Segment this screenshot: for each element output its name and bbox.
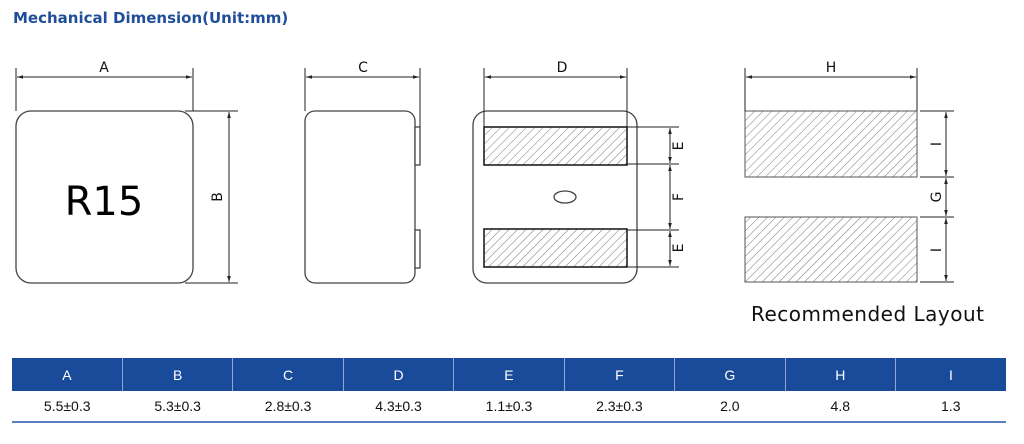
table-cell: 2.8±0.3 (232, 391, 344, 423)
dimension-table: A B C D E F G H I 5.5±0.3 5.3±0.3 2.8±0.… (12, 358, 1006, 423)
dim-label-c: C (358, 60, 368, 76)
table-header: E (453, 358, 565, 391)
table-header: A (12, 358, 123, 391)
table-header-row: A B C D E F G H I (12, 358, 1006, 391)
side-view: C (304, 60, 421, 284)
dim-label-g: G (929, 192, 945, 203)
dim-label-d: D (557, 60, 568, 76)
table-row: 5.5±0.3 5.3±0.3 2.8±0.3 4.3±0.3 1.1±0.3 … (12, 391, 1006, 423)
part-marking: R15 (65, 179, 144, 225)
table-cell: 4.3±0.3 (343, 391, 454, 423)
table-cell: 2.3±0.3 (564, 391, 675, 423)
dim-label-i-top: I (929, 142, 945, 146)
table-header: F (563, 358, 675, 391)
table-header: I (895, 358, 1006, 391)
layout-caption: Recommended Layout (751, 302, 985, 326)
dim-label-e-top: E (671, 142, 687, 151)
table-header: B (121, 358, 233, 391)
table-cell: 5.3±0.3 (122, 391, 233, 423)
dim-label-b: B (210, 192, 226, 202)
table-cell: 1.3 (895, 391, 1006, 423)
recommended-layout: H I G I (744, 60, 954, 283)
dim-label-h: H (826, 60, 837, 76)
dim-label-i-bottom: I (929, 248, 945, 252)
bottom-view: D E F E (472, 60, 687, 284)
table-header: D (342, 358, 454, 391)
table-header: C (232, 358, 344, 391)
top-view: R15 A B (15, 60, 238, 284)
table-cell: 4.8 (785, 391, 896, 423)
section-title: Mechanical Dimension(Unit:mm) (13, 9, 289, 27)
table-cell: 2.0 (674, 391, 786, 423)
table-cell: 5.5±0.3 (12, 391, 123, 423)
table-header: G (674, 358, 786, 391)
table-cell: 1.1±0.3 (453, 391, 565, 423)
dim-label-a: A (99, 60, 109, 76)
dim-label-f: F (671, 193, 687, 201)
dim-label-e-bottom: E (671, 244, 687, 253)
table-header: H (784, 358, 896, 391)
